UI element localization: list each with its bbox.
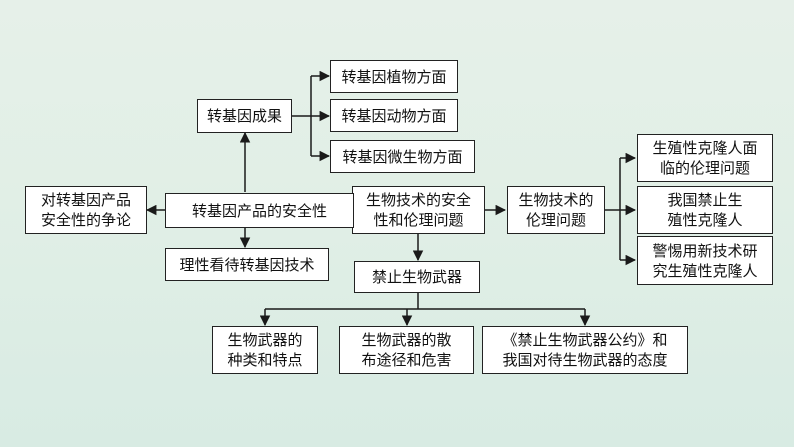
node-gm-animals: 转基因动物方面 [330, 99, 458, 132]
node-bw-spread: 生物武器的散 布途径和危害 [339, 326, 474, 374]
node-gm-microbes: 转基因微生物方面 [330, 140, 475, 173]
node-gm-rational: 理性看待转基因技术 [165, 248, 329, 281]
node-bioweapons: 禁止生物武器 [354, 261, 480, 293]
node-bw-types: 生物武器的 种类和特点 [212, 326, 318, 374]
node-gm-debate: 对转基因产品 安全性的争论 [25, 186, 147, 234]
node-gm-safety: 转基因产品的安全性 [165, 193, 354, 228]
node-bw-convention: 《禁止生物武器公约》和 我国对待生物武器的态度 [482, 326, 688, 374]
node-gm-plants: 转基因植物方面 [330, 60, 458, 93]
node-center: 生物技术的安全 性和伦理问题 [352, 186, 485, 234]
node-clone-vigilance: 警惕用新技术研 究生殖性克隆人 [637, 236, 773, 285]
node-gm-results: 转基因成果 [197, 99, 292, 133]
node-ethics: 生物技术的 伦理问题 [507, 186, 605, 234]
node-clone-ban: 我国禁止生 殖性克隆人 [637, 186, 773, 234]
node-clone-ethics: 生殖性克隆人面 临的伦理问题 [637, 134, 773, 182]
